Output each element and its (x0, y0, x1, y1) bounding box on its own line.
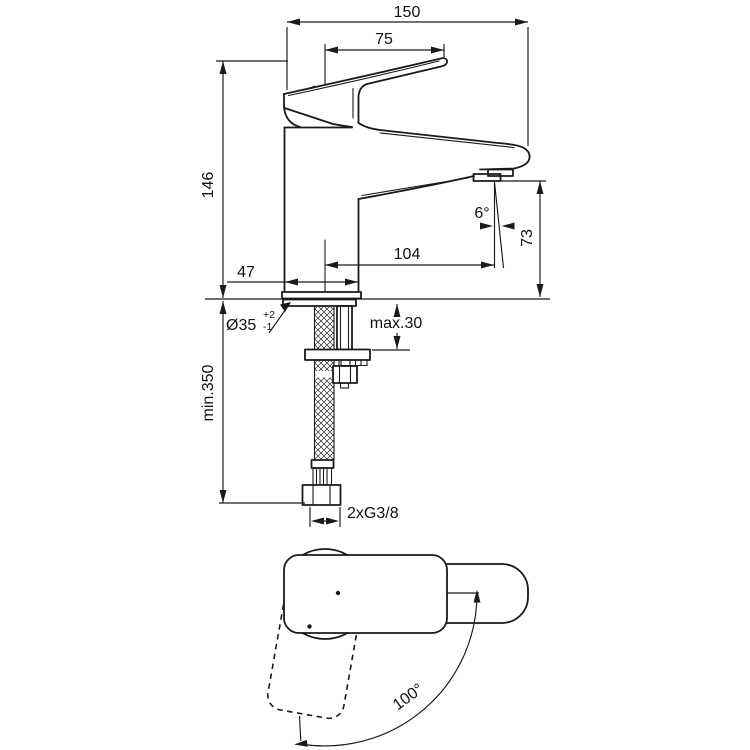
dim-hose-length: min.350 (200, 301, 305, 504)
dim-outlet-angle: 6° (474, 181, 515, 269)
mounting-nut (332, 359, 358, 389)
side-view: 150 75 146 min.350 104 (200, 4, 550, 527)
dim-base-width: 47 (227, 264, 358, 286)
dim-label-75: 75 (375, 31, 393, 48)
dim-label-6deg: 6° (474, 205, 489, 222)
washer-bracket (340, 359, 368, 367)
dim-label-dia35: Ø35 (226, 317, 256, 334)
dim-hole-diameter: Ø35 +2 -1 (226, 302, 291, 334)
hose-collar (310, 459, 335, 469)
dim-label-min350: min.350 (200, 364, 217, 421)
dim-label-73: 73 (519, 229, 536, 247)
under-counter-assembly (301, 305, 371, 506)
threaded-shank (336, 305, 353, 351)
dim-label-150: 150 (394, 4, 421, 21)
lever-indicator-tick (308, 85, 316, 89)
hose-end-fitting (301, 459, 342, 506)
faucet-lever (283, 57, 448, 128)
dim-label-146: 146 (200, 172, 217, 199)
under-counter-flange (282, 298, 357, 307)
handle-dot-2 (307, 624, 312, 629)
hose-hex-nut (301, 484, 342, 506)
dim-lever-length: 75 (324, 31, 445, 84)
top-view: 100° (266, 548, 529, 747)
dim-connection: 2xG3/8 (309, 505, 399, 527)
dim-label-tol-plus: +2 (263, 309, 275, 321)
dim-deck-thickness: max.30 (370, 304, 423, 351)
aerator (472, 168, 514, 182)
dim-overall-width: 150 (286, 4, 529, 146)
handle-top (283, 554, 448, 634)
dim-label-104: 104 (394, 246, 421, 263)
dim-outlet-height: 73 (497, 180, 546, 297)
handle-dot-1 (335, 590, 341, 596)
braided-hose (315, 306, 334, 460)
dim-label-2xg38: 2xG3/8 (347, 505, 399, 522)
dim-body-height: 146 (200, 60, 288, 298)
dim-label-47: 47 (237, 264, 255, 281)
mounting-washer (304, 348, 371, 361)
dim-label-max30: max.30 (370, 315, 423, 332)
dim-spout-reach: 104 (325, 246, 494, 269)
counter-line (205, 291, 550, 307)
faucet-body (283, 126, 360, 293)
base-plate (281, 291, 362, 300)
dim-label-tol-minus: -1 (263, 321, 272, 333)
cartridge-circle (301, 548, 349, 640)
dim-label-100deg: 100° (390, 681, 427, 714)
faucet-spout (357, 122, 531, 200)
